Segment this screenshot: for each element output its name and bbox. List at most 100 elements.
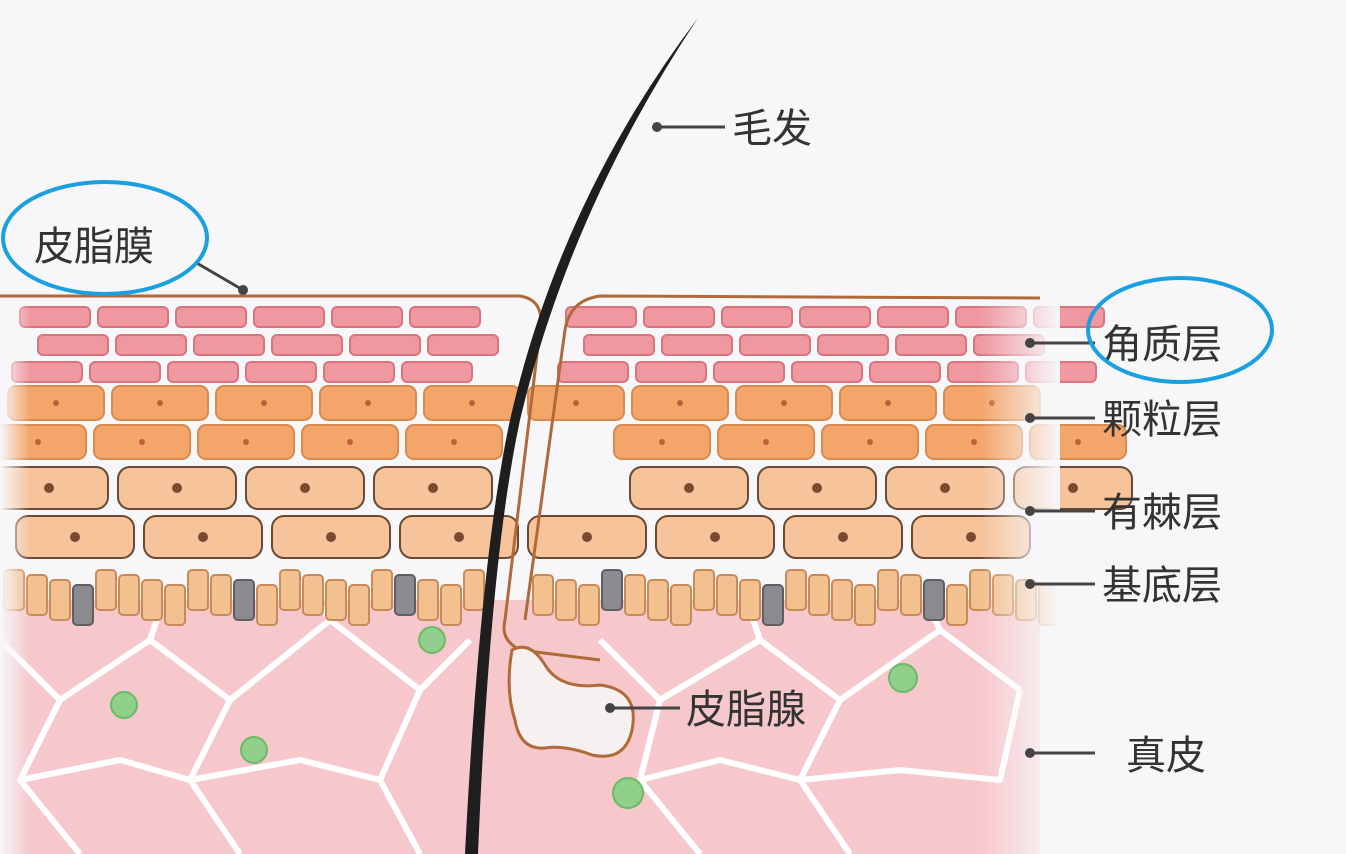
basal-cell <box>877 569 899 611</box>
cell-nucleus <box>684 483 694 493</box>
label-sebum-film: 皮脂膜 <box>34 224 154 270</box>
basal-cell <box>95 569 117 611</box>
corneum-cell <box>175 306 247 328</box>
basal-cell <box>647 579 669 621</box>
corneum-cell <box>869 361 941 383</box>
basal-cell <box>532 574 554 616</box>
corneum-cell <box>635 361 707 383</box>
basal-cell <box>946 584 968 626</box>
corneum-cell <box>739 334 811 356</box>
cell-nucleus <box>582 532 592 542</box>
label-hair: 毛发 <box>732 106 812 152</box>
cell-nucleus <box>781 400 787 406</box>
cell-nucleus <box>1075 439 1081 445</box>
cell-nucleus <box>451 439 457 445</box>
basal-cell <box>831 579 853 621</box>
cell-nucleus <box>198 532 208 542</box>
cell-nucleus <box>44 483 54 493</box>
basal-cell <box>118 574 140 616</box>
corneum-cell <box>427 334 499 356</box>
corneum-cell <box>167 361 239 383</box>
cell-nucleus <box>326 532 336 542</box>
cell-nucleus <box>885 400 891 406</box>
sebaceous-gland-shape <box>507 645 635 758</box>
basal-cell <box>371 569 393 611</box>
cell-nucleus <box>677 400 683 406</box>
basal-cell <box>739 579 761 621</box>
basal-cell <box>302 574 324 616</box>
cell-nucleus <box>710 532 720 542</box>
corneum-cell <box>245 361 317 383</box>
cell-nucleus <box>469 400 475 406</box>
basal-cell <box>693 569 715 611</box>
hair-shaft <box>465 18 698 854</box>
highlight-ellipse-sebum-film <box>1 180 209 296</box>
corneum-cell <box>349 334 421 356</box>
corneum-cell <box>401 361 473 383</box>
basal-cell <box>210 574 232 616</box>
corneum-cell <box>89 361 161 383</box>
label-dermis: 真皮 <box>1126 733 1206 779</box>
cell-nucleus <box>812 483 822 493</box>
cell-nucleus <box>261 400 267 406</box>
leader-dots <box>238 122 1035 758</box>
label-stratum-granulosum: 颗粒层 <box>1102 397 1222 443</box>
basal-cell <box>348 584 370 626</box>
corneum-cell <box>193 334 265 356</box>
cell-nucleus <box>70 532 80 542</box>
cell-nucleus <box>971 439 977 445</box>
basal-cell <box>808 574 830 616</box>
basal-cell <box>670 584 692 626</box>
cell-nucleus <box>139 439 145 445</box>
label-stratum-basale: 基底层 <box>1102 563 1222 609</box>
corneum-cell <box>557 361 629 383</box>
basal-cell <box>578 584 600 626</box>
cell-nucleus <box>300 483 310 493</box>
basal-cell <box>785 569 807 611</box>
cell-nucleus <box>347 439 353 445</box>
highlight-ellipse-stratum-corneum <box>1086 276 1274 384</box>
basal-cell <box>555 579 577 621</box>
corneum-cell <box>895 334 967 356</box>
corneum-cell <box>643 306 715 328</box>
basal-dark-cell <box>601 569 623 611</box>
cell-nucleus <box>243 439 249 445</box>
basal-dark-cell <box>394 574 416 616</box>
corneum-cell <box>253 306 325 328</box>
corneum-cell <box>799 306 871 328</box>
cell-nucleus <box>157 400 163 406</box>
corneum-cell <box>713 361 785 383</box>
basal-cell <box>141 579 163 621</box>
corneum-cell <box>37 334 109 356</box>
cell-nucleus <box>659 439 665 445</box>
dermis-region <box>0 600 1040 854</box>
basal-dark-cell <box>762 584 784 626</box>
basal-cell <box>854 584 876 626</box>
corneum-cell <box>583 334 655 356</box>
cell-nucleus <box>966 532 976 542</box>
basal-cell <box>256 584 278 626</box>
cell-nucleus <box>838 532 848 542</box>
cell-nucleus <box>53 400 59 406</box>
corneum-cell <box>409 306 481 328</box>
cell-nucleus <box>365 400 371 406</box>
basal-cell <box>279 569 301 611</box>
basal-dark-cell <box>233 579 255 621</box>
corneum-cell <box>271 334 343 356</box>
corneum-cell <box>817 334 889 356</box>
basal-cell <box>49 579 71 621</box>
cell-nucleus <box>454 532 464 542</box>
basal-cell <box>440 584 462 626</box>
cell-nucleus <box>35 439 41 445</box>
cell-nucleus <box>428 483 438 493</box>
basal-dark-cell <box>72 584 94 626</box>
cell-nucleus <box>172 483 182 493</box>
cell-nucleus <box>867 439 873 445</box>
basal-cell <box>624 574 646 616</box>
epidermis-cells <box>0 306 1133 626</box>
basal-cell <box>463 569 485 611</box>
corneum-cell <box>721 306 793 328</box>
basal-cell <box>716 574 738 616</box>
cell-nucleus <box>763 439 769 445</box>
